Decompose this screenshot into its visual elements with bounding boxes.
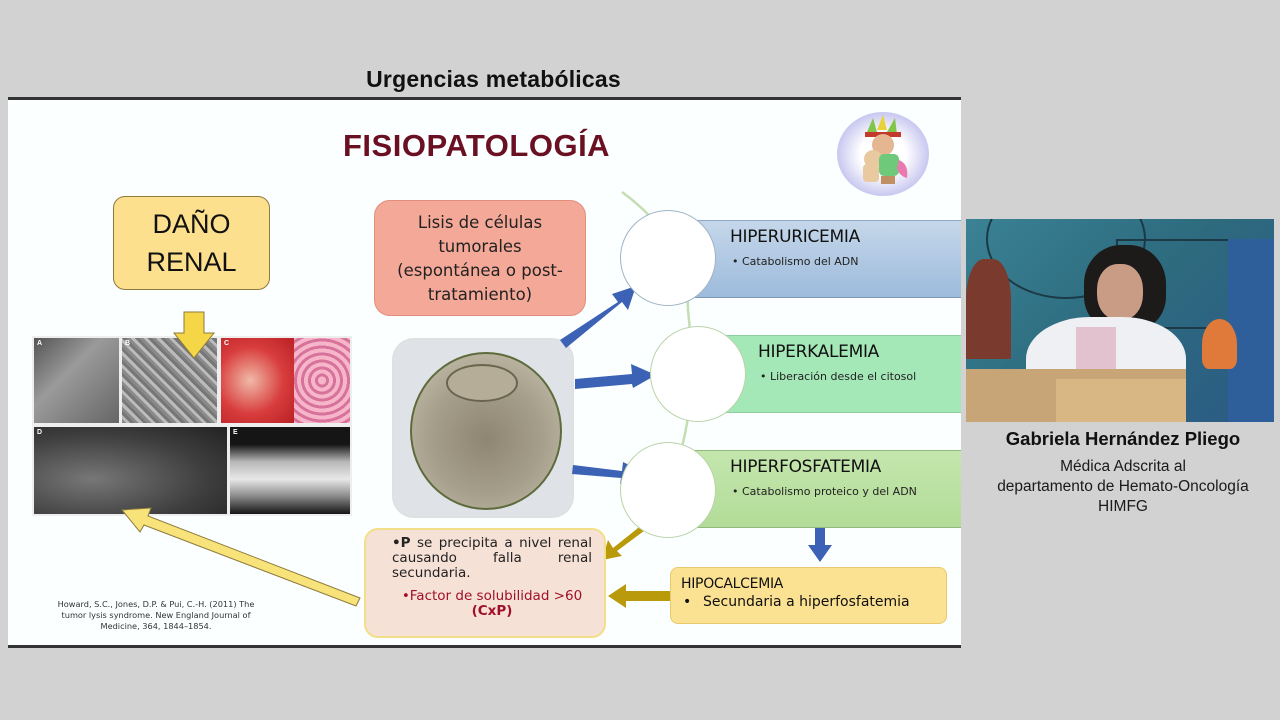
- lisis-celulas-box: Lisis de células tumorales (espontánea o…: [374, 200, 586, 316]
- hipocalcemia-title: HIPOCALCEMIA: [681, 576, 784, 592]
- speaker-video-feed: [966, 219, 1274, 422]
- figure-c-kidney-section: C: [221, 338, 294, 423]
- hipocalcemia-box: HIPOCALCEMIA •Secundaria a hiperfosfatem…: [670, 567, 947, 624]
- tumor-cell: [410, 352, 562, 510]
- tumor-cell-micrograph: [394, 340, 572, 516]
- hiperkalemia-title: HIPERKALEMIA: [758, 342, 880, 362]
- figure-a-crystal-micrograph: A: [34, 338, 119, 423]
- lisis-line1: Lisis de células: [417, 213, 543, 232]
- dano-renal-line1: DAÑO: [152, 209, 231, 239]
- cell-nucleus: [446, 364, 518, 402]
- speaker-name: Gabriela Hernández Pliego: [1005, 428, 1241, 449]
- presentation-header-title: Urgencias metabólicas: [366, 66, 621, 92]
- slide: FISIOPATOLOGÍA DAÑO RENAL A B C D E Lisi…: [8, 97, 961, 648]
- solubility-factor-text: •Factor de solubilidad >60 (CxP): [401, 588, 583, 619]
- hiperuricemia-circle: [620, 210, 716, 306]
- slide-title: FISIOPATOLOGÍA: [343, 128, 611, 163]
- renal-damage-figure: A B C D E: [32, 336, 352, 516]
- hipocalcemia-bullet: •Secundaria a hiperfosfatemia: [683, 594, 910, 610]
- phosphorus-precipitation-box: •P se precipita a nivel renal causando f…: [364, 528, 606, 638]
- speaker-role: Médica Adscrita al departamento de Hemat…: [997, 458, 1249, 515]
- lisis-line4: tratamiento): [427, 285, 533, 304]
- child-hugging-bear-logo-icon: [837, 112, 929, 196]
- lisis-line2: tumorales: [438, 237, 522, 256]
- p-precipitation-text: •P se precipita a nivel renal causando f…: [392, 535, 592, 581]
- hiperfosfatemia-circle: [620, 442, 716, 538]
- hiperfosfatemia-title: HIPERFOSFATEMIA: [730, 457, 882, 477]
- hiperkalemia-bullet: • Liberación desde el citosol: [760, 370, 917, 383]
- dano-renal-line2: RENAL: [146, 247, 237, 277]
- figure-e-xray: E: [230, 427, 350, 514]
- hiperkalemia-circle: [650, 326, 746, 422]
- hiperfosfatemia-bullet: • Catabolismo proteico y del ADN: [732, 485, 917, 498]
- figure-b-sem-crystals: B: [122, 338, 217, 423]
- lisis-line3: (espontánea o post-: [397, 261, 563, 280]
- hiperuricemia-title: HIPERURICEMIA: [730, 227, 860, 247]
- hiperuricemia-bullet: • Catabolismo del ADN: [732, 255, 859, 268]
- figure-d-ultrasound: D: [34, 427, 227, 514]
- figure-c-histology: [294, 338, 350, 423]
- dano-renal-box: DAÑO RENAL: [113, 196, 270, 290]
- citation-reference: Howard, S.C., Jones, D.P. & Pui, C.-H. (…: [57, 599, 255, 631]
- yellow-arrow-icon: [121, 507, 361, 607]
